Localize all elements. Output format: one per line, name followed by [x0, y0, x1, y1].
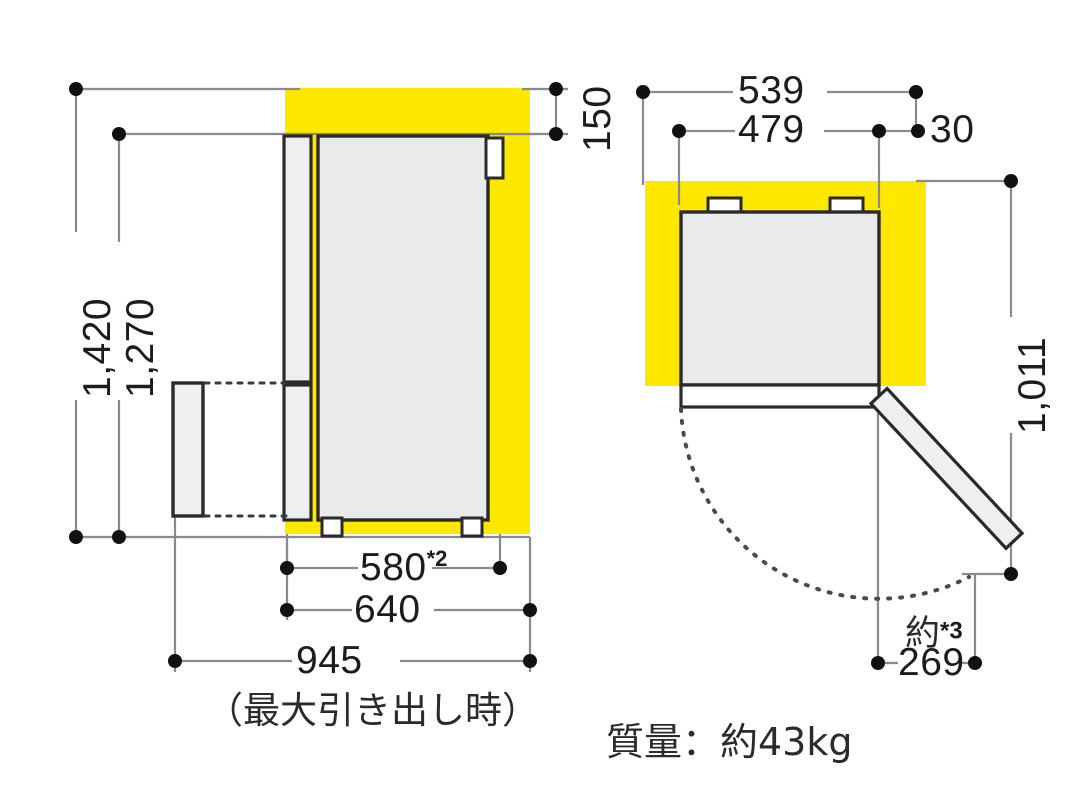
door-projection-approx-label: 約*3	[905, 617, 963, 652]
dimension-label-269: 269	[898, 641, 965, 684]
dot-269-left	[871, 656, 885, 670]
dot-1270-top	[112, 127, 126, 141]
dimension-label-945: 945	[296, 639, 363, 682]
door-projection-note: *3	[940, 617, 963, 645]
dot-580-right	[493, 561, 507, 575]
dot-1011-top	[1004, 174, 1018, 188]
dot-945-right	[523, 654, 537, 668]
dot-479-left	[672, 124, 686, 138]
opened-door-leaf	[868, 386, 1025, 551]
mass-label: 質量：約43kg	[606, 720, 853, 764]
top-hinge-tab-icon	[484, 136, 505, 180]
dimension-label-30: 30	[930, 108, 975, 151]
dimension-label-1011: 1,011	[1011, 336, 1054, 434]
dot-1011-bottom	[1004, 567, 1018, 581]
dot-580-left	[280, 561, 294, 575]
dot-539-left	[636, 85, 650, 99]
dimension-label-640: 640	[354, 588, 421, 631]
plan-door-strip	[679, 383, 881, 409]
dot-640-left	[280, 603, 294, 617]
dot-269-right	[968, 656, 982, 670]
dot-150-top	[549, 82, 563, 96]
dot-479-right	[872, 124, 886, 138]
dot-150-bottom	[549, 127, 563, 141]
dimension-label-539: 539	[738, 69, 805, 112]
dot-1270-bottom	[112, 530, 126, 544]
plan-cabinet-body	[679, 210, 881, 387]
dot-30-right	[911, 124, 925, 138]
foot-right	[460, 516, 484, 538]
dimension-label-1420: 1,420	[76, 297, 119, 398]
dimension-label-1270: 1,270	[119, 297, 162, 398]
dot-640-right	[523, 603, 537, 617]
dimension-tick-dots	[69, 82, 1018, 670]
door-projection-approx: 約	[905, 614, 941, 654]
dot-539-right	[909, 85, 923, 99]
max-pullout-note: （最大引き出し時）	[206, 689, 539, 732]
dot-1420-bottom	[69, 530, 83, 544]
dot-945-left	[168, 654, 182, 668]
door-swing-arc	[679, 407, 971, 601]
dimension-label-150: 150	[576, 85, 619, 152]
dimension-label-580: 580*2	[360, 546, 448, 589]
upper-door-panel	[282, 134, 313, 384]
foot-left	[320, 516, 344, 538]
dimension-label-580-value: 580	[360, 546, 427, 589]
cabinet-body-outline	[316, 134, 490, 522]
lower-drawer-panel	[282, 383, 313, 522]
dot-1420-top	[69, 82, 83, 96]
pulled-out-drawer-front	[171, 381, 205, 518]
dimension-note-580: *2	[426, 546, 448, 571]
dimension-label-479: 479	[738, 108, 805, 151]
